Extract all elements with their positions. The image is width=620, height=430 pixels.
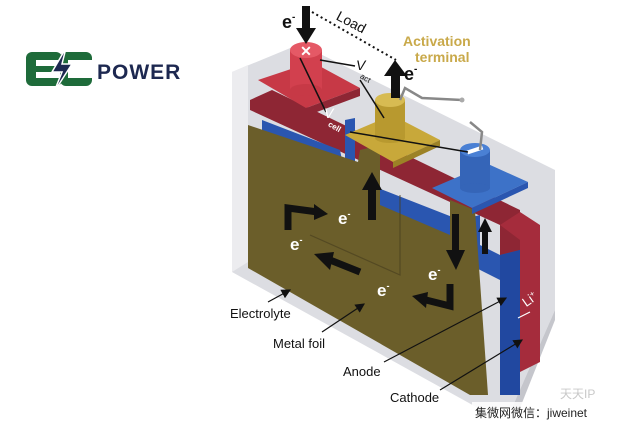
watermark: 天天IP 集微网微信：jiweinet xyxy=(472,387,620,422)
activation-terminal-label-line2: terminal xyxy=(415,49,469,65)
electrolyte-label: Electrolyte xyxy=(230,306,291,321)
electron-label-2: e- xyxy=(290,235,302,254)
left-arrow-middle xyxy=(328,256,362,276)
metal-foil xyxy=(248,125,488,395)
metal-foil-label: Metal foil xyxy=(273,336,325,351)
electron-in-arrow xyxy=(296,6,316,44)
up-arrow-foil xyxy=(368,188,376,220)
cathode-label: Cathode xyxy=(390,390,439,405)
anode-label: Anode xyxy=(343,364,381,379)
negative-wire xyxy=(469,121,484,151)
bent-arrow-top-left xyxy=(284,204,319,230)
bent-arrow-bottom-right xyxy=(425,284,454,311)
logo-wordmark: POWER xyxy=(97,61,181,84)
electron-out-arrow xyxy=(384,60,407,98)
electron-label-top-left: e- xyxy=(282,12,295,32)
li-ion-arrow xyxy=(517,311,531,319)
v-cell-label: V xyxy=(324,105,335,121)
electron-label-4: e- xyxy=(377,281,389,300)
negative-terminal xyxy=(432,121,528,214)
electron-label-1: e- xyxy=(338,209,350,228)
watermark-line2: 集微网微信：jiweinet xyxy=(475,405,588,420)
voltage-lines xyxy=(299,57,469,153)
down-arrow-right xyxy=(452,214,459,252)
internal-electron-arrows xyxy=(284,172,492,311)
up-arrow-anode xyxy=(482,230,488,254)
li-ion-label: Li+ xyxy=(519,289,540,310)
positive-terminal: ✕ xyxy=(258,42,360,116)
electron-label-3: e- xyxy=(428,265,440,284)
electron-label-top-right: e- xyxy=(404,64,417,84)
activation-terminal-label-line1: Activation xyxy=(403,33,471,49)
watermark-line1: 天天IP xyxy=(560,387,595,401)
lightning-bolt-icon xyxy=(50,47,74,93)
activation-wire xyxy=(398,86,463,102)
v-act-label: V xyxy=(356,57,367,73)
positive-symbol: ✕ xyxy=(300,43,312,59)
load-circuit-line xyxy=(311,11,397,61)
callouts: Electrolyte Metal foil Anode Cathode xyxy=(230,289,524,405)
ecpower-logo: POWER xyxy=(26,47,181,93)
load-label: Load xyxy=(334,8,369,37)
